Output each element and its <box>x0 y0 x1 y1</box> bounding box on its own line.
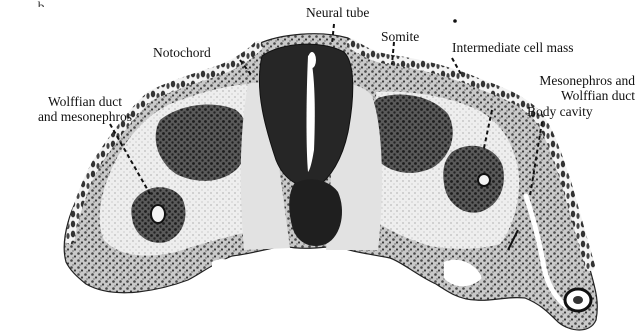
left-wolffian-duct <box>151 205 165 223</box>
label-mesonephros-right: Mesonephros and Wolffian duct <box>490 73 635 103</box>
label-body-cavity: Body cavity <box>527 104 593 119</box>
label-mesonephros-right-line2: Wolffian duct <box>490 88 635 103</box>
label-wolffian-left-line1: Wolffian duct <box>22 94 148 109</box>
label-wolffian-left-line2: and mesonephros <box>22 109 148 124</box>
right-wolffian-duct <box>478 174 490 186</box>
label-notochord: Notochord <box>153 45 211 60</box>
label-somite: Somite <box>381 29 419 44</box>
label-mesonephros-right-line1: Mesonephros and <box>490 73 635 88</box>
lower-left-void <box>212 259 240 279</box>
label-wolffian-duct-left: Wolffian duct and mesonephros <box>22 94 148 124</box>
label-intermediate-cell-mass: Intermediate cell mass <box>452 40 573 55</box>
notochord <box>289 179 342 246</box>
label-neural-tube: Neural tube <box>306 5 369 20</box>
